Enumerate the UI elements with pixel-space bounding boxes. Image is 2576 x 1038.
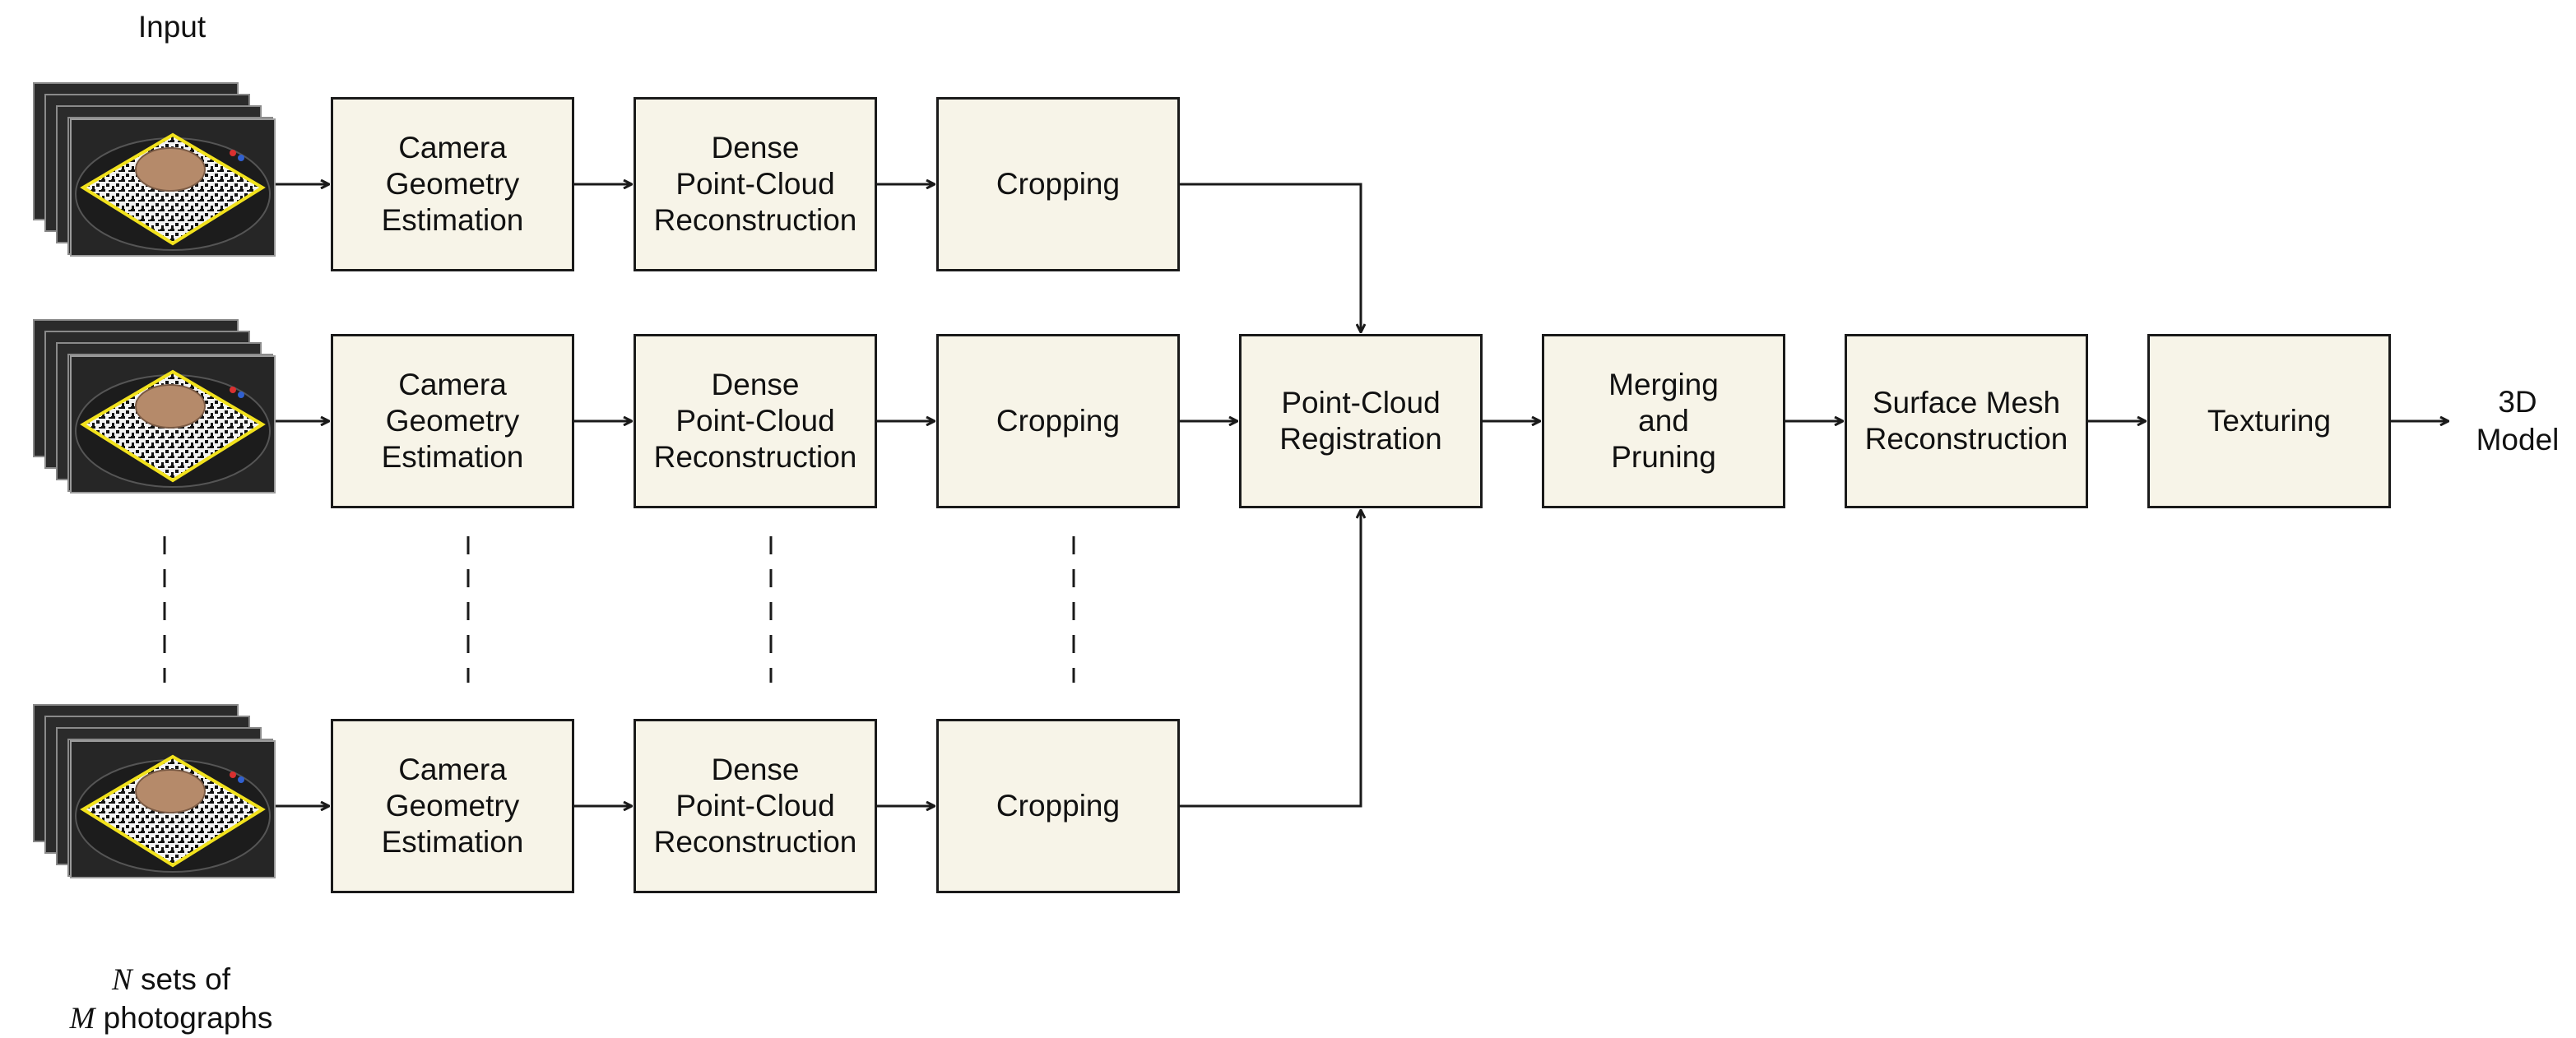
camera-geometry-box-row-3: Camera Geometry Estimation	[331, 719, 574, 893]
blue-marker	[238, 776, 244, 783]
turntable-scene	[75, 369, 271, 488]
scanned-object	[135, 384, 206, 429]
camera-geometry-box-row-2: Camera Geometry Estimation	[331, 334, 574, 508]
blue-marker	[238, 392, 244, 398]
output-label: 3D Model	[2476, 385, 2560, 456]
cropping-box-row-1: Cropping	[936, 97, 1180, 271]
dense-reconstruction-box-row-2: Dense Point-Cloud Reconstruction	[634, 334, 877, 508]
photo-stack-row-2	[33, 319, 276, 494]
photo-stack-row-3	[33, 704, 276, 878]
n-symbol: N	[112, 963, 132, 997]
texturing-box: Texturing	[2147, 334, 2391, 508]
camera-geometry-box-row-1: Camera Geometry Estimation	[331, 97, 574, 271]
photo-stack-row-1	[33, 82, 276, 257]
red-marker	[230, 150, 236, 156]
turntable-scene	[75, 754, 271, 873]
m-symbol: M	[69, 1002, 95, 1036]
dense-reconstruction-box-row-1: Dense Point-Cloud Reconstruction	[634, 97, 877, 271]
turntable-scene	[75, 132, 271, 251]
input-label: Input	[137, 10, 207, 44]
caption: N sets of M photographs	[33, 923, 309, 1038]
registration-box: Point-Cloud Registration	[1239, 334, 1483, 508]
turntable-photo	[70, 740, 276, 878]
turntable-photo	[70, 355, 276, 494]
caption-line-2: photographs	[95, 1001, 273, 1035]
pipeline-diagram: Input Camera Geometry Estimation Dense P…	[33, 0, 2576, 1036]
scanned-object	[135, 147, 206, 192]
red-marker	[230, 772, 236, 778]
turntable-photo	[70, 118, 276, 257]
dense-reconstruction-box-row-3: Dense Point-Cloud Reconstruction	[634, 719, 877, 893]
arrow-crop-1-to-registration	[1180, 183, 1361, 332]
blue-marker	[238, 155, 244, 161]
cropping-box-row-2: Cropping	[936, 334, 1180, 508]
surface-mesh-box: Surface Mesh Reconstruction	[1845, 334, 2088, 508]
caption-line-1: sets of	[132, 962, 230, 996]
cropping-box-row-3: Cropping	[936, 719, 1180, 893]
scanned-object	[135, 769, 206, 813]
connector-layer	[163, 0, 2576, 1017]
arrow-crop-3-to-registration	[1180, 510, 1361, 808]
red-marker	[230, 387, 236, 393]
merging-pruning-box: Merging and Pruning	[1542, 334, 1785, 508]
